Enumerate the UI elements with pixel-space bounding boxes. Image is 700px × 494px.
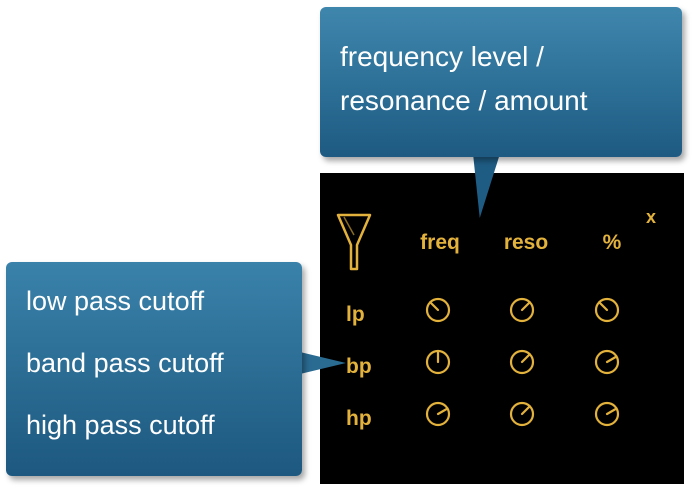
row-label-hp: hp bbox=[346, 407, 372, 430]
knob-lp-freq[interactable] bbox=[423, 295, 453, 325]
filter-funnel-icon bbox=[336, 213, 372, 271]
knob-bp-freq[interactable] bbox=[423, 347, 453, 377]
filter-panel: x freq reso % lp bp hp bbox=[320, 173, 684, 484]
knob-hp-amount[interactable] bbox=[592, 399, 622, 429]
close-button[interactable]: x bbox=[646, 207, 657, 227]
column-header-reso: reso bbox=[503, 231, 549, 254]
knob-hp-freq[interactable] bbox=[423, 399, 453, 429]
column-header-freq: freq bbox=[420, 231, 460, 254]
knob-bp-reso[interactable] bbox=[507, 347, 537, 377]
knob-lp-amount[interactable] bbox=[592, 295, 622, 325]
knob-bp-amount[interactable] bbox=[592, 347, 622, 377]
callout-left-tail bbox=[300, 352, 346, 374]
callout-top-line-1: frequency level / bbox=[340, 41, 544, 72]
knob-lp-reso[interactable] bbox=[507, 295, 537, 325]
knob-hp-reso[interactable] bbox=[507, 399, 537, 429]
callout-filter-cutoffs: low pass cutoff band pass cutoff high pa… bbox=[6, 262, 302, 476]
callout-top-line-2: resonance / amount bbox=[340, 85, 588, 116]
column-header-amount: % bbox=[602, 231, 622, 254]
row-label-lp: lp bbox=[346, 303, 365, 326]
callout-left-line-lp: low pass cutoff bbox=[26, 286, 205, 316]
callout-frequency-resonance-amount: frequency level / resonance / amount bbox=[320, 7, 682, 157]
callout-left-line-bp: band pass cutoff bbox=[26, 348, 224, 378]
callout-left-line-hp: high pass cutoff bbox=[26, 410, 215, 440]
row-label-bp: bp bbox=[346, 355, 372, 378]
